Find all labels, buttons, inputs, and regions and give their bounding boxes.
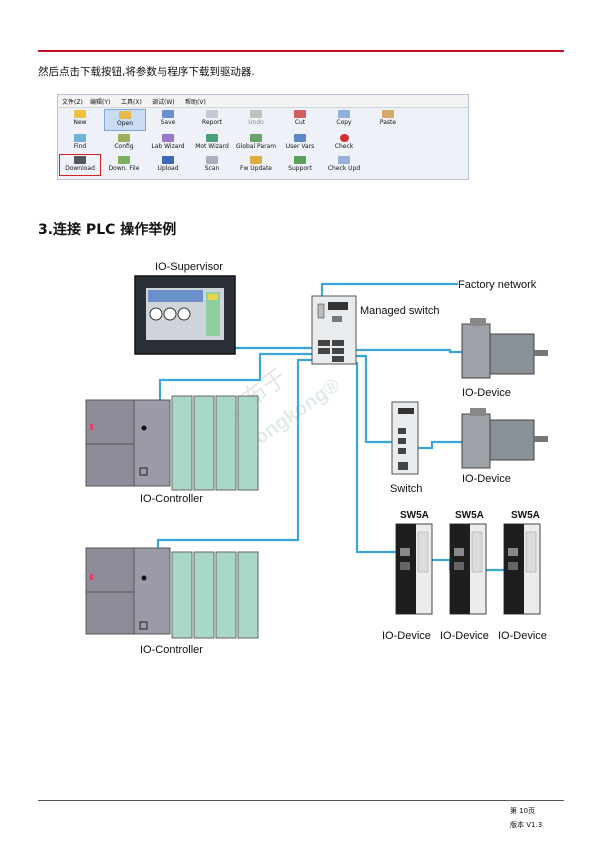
sw5a-drive-2 <box>449 523 487 615</box>
menu-debug[interactable]: 调试(W) <box>152 99 175 106</box>
io-supervisor-label: IO-Supervisor <box>155 261 223 273</box>
cut-button[interactable]: Cut <box>280 109 320 129</box>
check-button[interactable]: Check <box>324 133 364 153</box>
find-button[interactable]: Find <box>60 133 100 153</box>
folder-open-icon <box>119 111 131 119</box>
cable-device-mid <box>414 440 462 450</box>
page-number: 第 10页 <box>510 807 536 815</box>
sw5a-3-label: SW5A <box>511 510 540 521</box>
io-device-b1-label: IO-Device <box>382 630 431 642</box>
menu-help[interactable]: 帮助(V) <box>185 99 206 106</box>
io-device-b3-label: IO-Device <box>498 630 547 642</box>
copy-icon <box>338 110 350 118</box>
search-icon <box>74 134 86 142</box>
new-icon <box>74 110 86 118</box>
scissors-icon <box>294 110 306 118</box>
paste-button[interactable]: Paste <box>368 109 408 129</box>
check-update-icon <box>338 156 350 164</box>
config-icon <box>118 134 130 142</box>
io-controller-1-rack <box>85 395 259 491</box>
scan-button[interactable]: Scan <box>192 155 232 175</box>
global-param-button[interactable]: Global Param <box>236 133 276 153</box>
version-label: 版本 V1.3 <box>510 821 543 829</box>
header-rule <box>38 50 564 52</box>
menu-file[interactable]: 文件(Z) <box>62 99 83 106</box>
user-vars-button[interactable]: User Vars <box>280 133 320 153</box>
io-controller-2-label: IO-Controller <box>140 644 203 656</box>
switch-label: Switch <box>390 483 422 495</box>
factory-network-label: Factory network <box>458 279 537 291</box>
menu-edit[interactable]: 编辑(Y) <box>90 99 111 106</box>
intro-text: 然后点击下载按钮,将参数与程序下载到驱动器. <box>38 66 255 78</box>
check-icon <box>339 134 349 142</box>
io-device-top-label: IO-Device <box>462 387 511 399</box>
download-icon <box>74 156 86 164</box>
down-file-icon <box>118 156 130 164</box>
mot-wizard-button[interactable]: Mot Wizard <box>192 133 232 153</box>
cable-sw5a-1 <box>355 362 399 554</box>
undo-button[interactable]: Undo <box>236 109 276 129</box>
cable-switch <box>351 354 392 444</box>
down-file-button[interactable]: Down. File <box>104 155 144 175</box>
upload-icon <box>162 156 174 164</box>
config-button[interactable]: Config <box>104 133 144 153</box>
save-icon <box>162 110 174 118</box>
open-button[interactable]: Open <box>104 109 146 131</box>
io-device-b2-label: IO-Device <box>440 630 489 642</box>
sw5a-1-label: SW5A <box>400 510 429 521</box>
io-controller-2-rack <box>85 547 259 639</box>
network-cables <box>148 282 510 582</box>
sw5a-drive-3 <box>503 523 541 615</box>
wand-icon <box>162 134 174 142</box>
sw5a-2-label: SW5A <box>455 510 484 521</box>
fw-update-button[interactable]: Fw Update <box>236 155 276 175</box>
scan-icon <box>206 156 218 164</box>
global-param-icon <box>250 134 262 142</box>
motor-icon <box>206 134 218 142</box>
menu-tools[interactable]: 工具(X) <box>121 99 142 106</box>
save-button[interactable]: Save <box>148 109 188 129</box>
plc-network-diagram: 安布于 gongkong® IO-Supervisor <box>85 261 548 656</box>
paste-icon <box>382 110 394 118</box>
copy-button[interactable]: Copy <box>324 109 364 129</box>
cable-device-top <box>351 348 464 354</box>
report-icon <box>206 110 218 118</box>
download-button[interactable]: Download <box>59 154 101 176</box>
report-button[interactable]: Report <box>192 109 232 129</box>
io-controller-1-label: IO-Controller <box>140 493 203 505</box>
io-device-motor-top <box>461 318 548 379</box>
support-icon <box>294 156 306 164</box>
io-device-mid-label: IO-Device <box>462 473 511 485</box>
upload-button[interactable]: Upload <box>148 155 188 175</box>
new-button[interactable]: New <box>60 109 100 129</box>
footer-rule <box>38 800 564 801</box>
support-button[interactable]: Support <box>280 155 320 175</box>
software-toolbar-screenshot: 文件(Z) 编辑(Y) 工具(X) 调试(W) 帮助(V) New Open S… <box>57 94 469 180</box>
check-upd-button[interactable]: Check Upd <box>324 155 364 175</box>
watermark: 安布于 gongkong® <box>218 364 344 457</box>
undo-icon <box>250 110 262 118</box>
managed-switch-label: Managed switch <box>360 305 440 317</box>
firmware-icon <box>250 156 262 164</box>
sw5a-drive-1 <box>395 523 433 615</box>
managed-switch-device <box>311 295 357 365</box>
io-device-motor-mid <box>461 408 548 469</box>
menu-bar: 文件(Z) 编辑(Y) 工具(X) 调试(W) 帮助(V) <box>58 95 468 108</box>
user-vars-icon <box>294 134 306 142</box>
lab-wizard-button[interactable]: Lab Wizard <box>148 133 188 153</box>
switch-device <box>391 401 419 475</box>
io-supervisor-hmi <box>134 275 236 355</box>
section-heading: 3.连接 PLC 操作举例 <box>38 222 177 238</box>
